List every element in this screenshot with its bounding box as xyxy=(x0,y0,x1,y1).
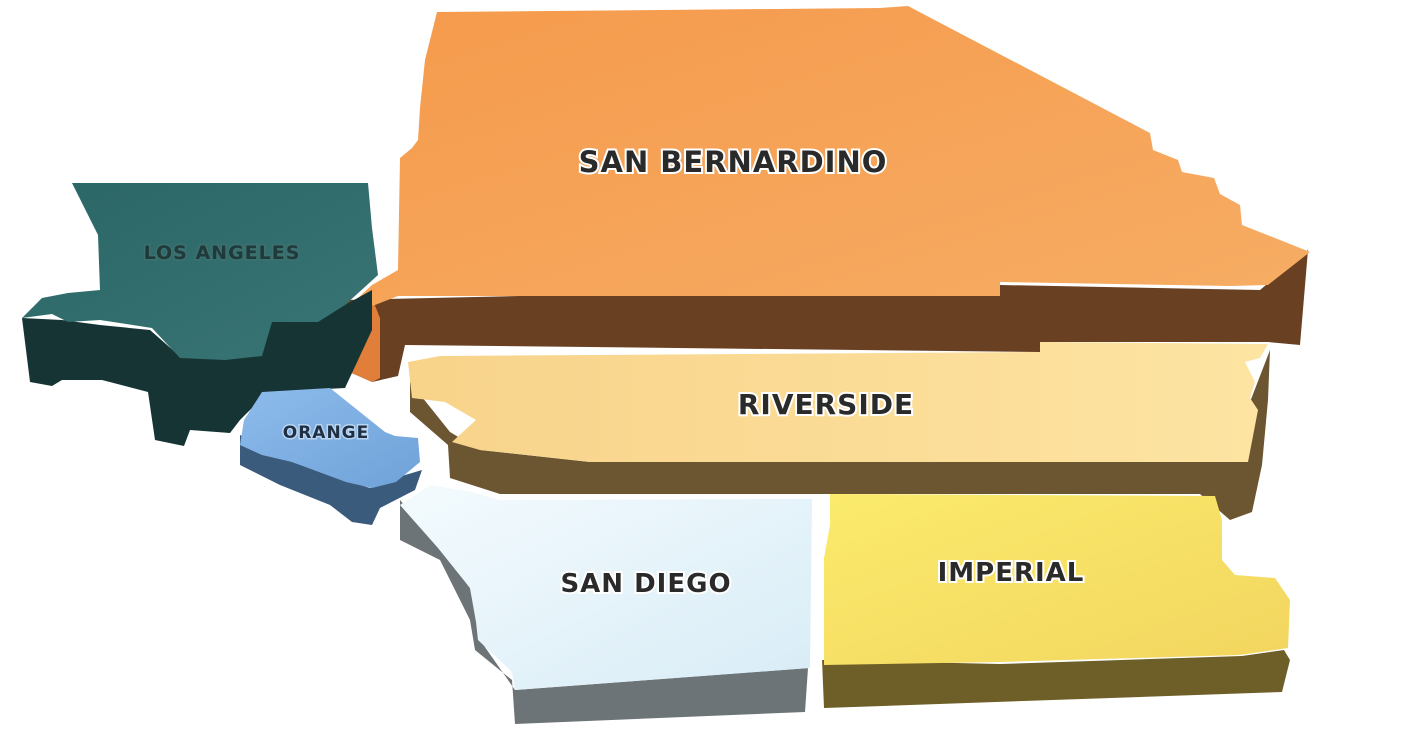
county-label-imperial: IMPERIAL xyxy=(938,558,1085,588)
county-riverside[interactable]: RIVERSIDE xyxy=(408,342,1270,520)
imperial-top xyxy=(824,494,1290,665)
san-diego-side xyxy=(400,500,808,724)
county-label-riverside: RIVERSIDE xyxy=(738,388,914,421)
county-orange[interactable]: ORANGE xyxy=(240,388,422,525)
san-bernardino-side xyxy=(345,250,1308,382)
los-angeles-side xyxy=(22,290,372,446)
county-los-angeles[interactable]: LOS ANGELES xyxy=(22,183,378,446)
county-imperial[interactable]: IMPERIAL xyxy=(822,494,1290,708)
county-label-san-bernardino: SAN BERNARDINO xyxy=(579,145,888,179)
county-san-diego[interactable]: SAN DIEGO xyxy=(400,485,812,724)
orange-side xyxy=(240,435,422,525)
imperial-side xyxy=(822,650,1290,708)
san-diego-top xyxy=(400,485,812,690)
county-label-los-angeles: LOS ANGELES xyxy=(144,242,301,264)
los-angeles-top xyxy=(22,183,378,360)
riverside-side xyxy=(410,350,1270,520)
orange-top xyxy=(240,388,420,488)
county-label-orange: ORANGE xyxy=(283,423,370,443)
county-san-bernardino[interactable]: SAN BERNARDINO xyxy=(345,6,1310,382)
san-bernardino-top xyxy=(345,6,1310,310)
riverside-top xyxy=(408,342,1268,462)
county-label-san-diego: SAN DIEGO xyxy=(560,569,731,599)
